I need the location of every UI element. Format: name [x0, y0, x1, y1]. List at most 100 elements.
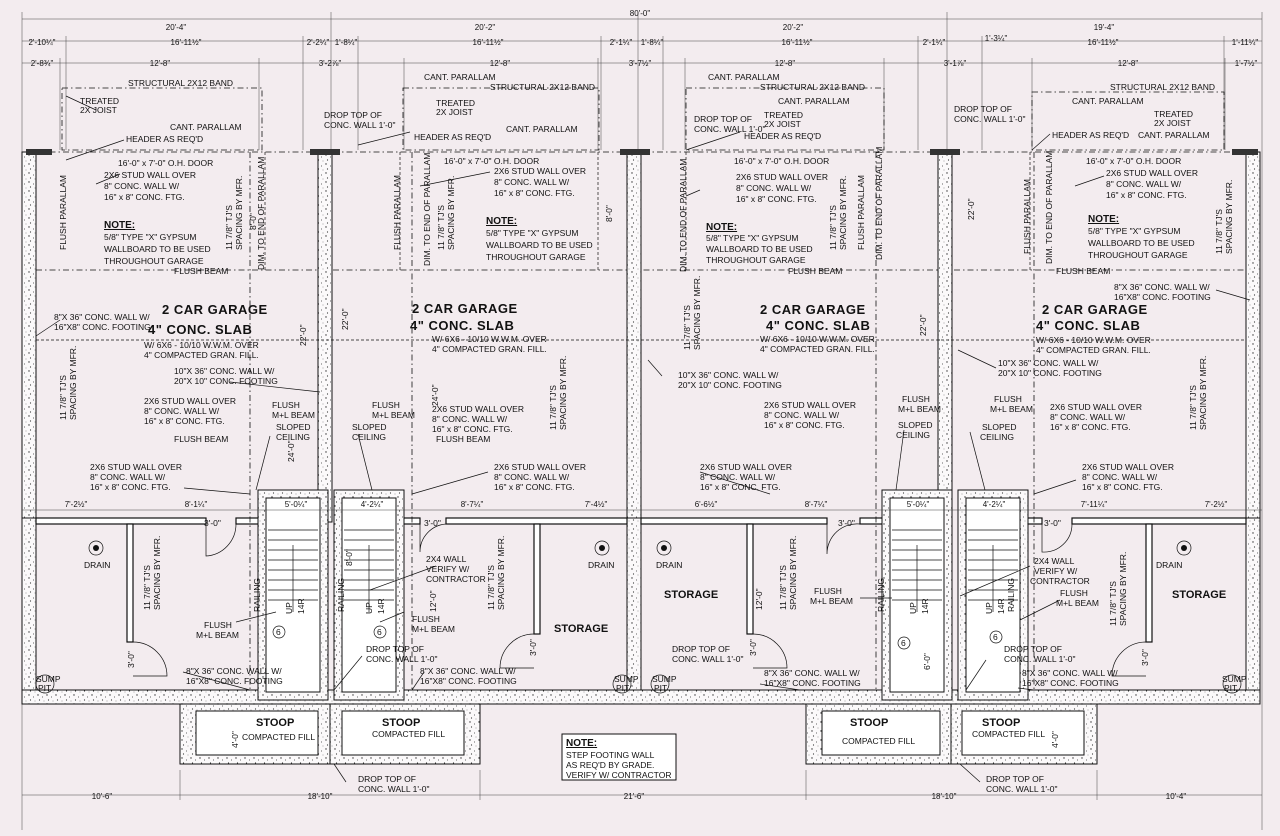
- tjs-label: SPACING BY MFR.: [1198, 356, 1208, 430]
- stud-label: 8" CONC. WALL W/: [736, 183, 812, 193]
- dim-row1: 20'-4": [166, 23, 187, 32]
- note-text: WALLBOARD TO BE USED: [706, 244, 813, 254]
- note-text: STEP FOOTING WALL: [566, 750, 655, 760]
- flush-ml-label: FLUSH: [372, 400, 400, 410]
- bay-dimensions: 7'-2½" 8'-1¼" 5'-0¼" 4'-2¼" 8'-7¼" 7'-4½…: [22, 500, 1262, 511]
- stoop-label: STOOP: [256, 717, 294, 729]
- flush-beam-label: FLUSH BEAM: [436, 434, 490, 444]
- conc-wall-label: 16"X8" CONC. FOOTING: [764, 678, 861, 688]
- conc-wall-label: 16"X8" CONC. FOOTING: [54, 322, 151, 332]
- drop-top-label: DROP TOP OF: [954, 104, 1012, 114]
- tjs-label: SPACING BY MFR.: [838, 176, 848, 250]
- conc-wall-label: 8"X 36" CONC. WALL W/: [54, 312, 150, 322]
- stoop-label: STOOP: [382, 717, 420, 729]
- note-text: 5/8" TYPE "X" GYPSUM: [486, 228, 579, 238]
- flush-parallam-label: FLUSH PARALLAM: [392, 175, 402, 250]
- note-title: NOTE:: [706, 222, 737, 233]
- dim-row2: 2'-1¼": [610, 38, 633, 47]
- flush-ml-label: M+L BEAM: [412, 624, 455, 634]
- bay-dim: 7'-2½": [65, 500, 88, 509]
- dim-row2: 1'-8¼": [641, 38, 664, 47]
- conc-wall-label: 10"X 36" CONC. WALL W/: [678, 370, 779, 380]
- flush-parallam-label: FLUSH PARALLAM: [58, 175, 68, 250]
- bottom-dim: 10'-4": [1166, 792, 1187, 801]
- dim-row3: 12'-8": [1118, 59, 1139, 68]
- stud-label: 2X6 STUD WALL OVER: [736, 172, 828, 182]
- railing-label: RAILING: [1006, 578, 1016, 612]
- dim-row2: 2'-10¼": [28, 38, 55, 47]
- treated-label: 2X JOIST: [1154, 118, 1191, 128]
- stud-label: 8" CONC. WALL W/: [1106, 179, 1182, 189]
- stud-label: 16" x 8" CONC. FTG.: [700, 482, 781, 492]
- bay-dim: 4'-2¼": [983, 500, 1006, 509]
- flush-beam-label: FLUSH BEAM: [174, 266, 228, 276]
- stud-label: 16" x 8" CONC. FTG.: [432, 424, 513, 434]
- band-label: STRUCTURAL 2X12 BAND: [490, 82, 595, 92]
- stoop-label: STOOP: [982, 717, 1020, 729]
- dim-row3: 12'-8": [775, 59, 796, 68]
- dim-row3: 3'-1⅞": [944, 59, 967, 68]
- drop-top-label: DROP TOP OF: [324, 110, 382, 120]
- bay-dim: 8'-7¼": [461, 500, 484, 509]
- drain-label: DRAIN: [588, 560, 614, 570]
- dim-end-label: DIM. TO END OF PARALLAM: [874, 147, 884, 260]
- wall-2x4-label: VERIFY W/: [426, 564, 470, 574]
- top-dimensions: 80'-0" 20'-4" 20'-2" 20'-2" 19'-4" 2'-10…: [21, 9, 1263, 830]
- dim-label: 24'-0": [286, 440, 296, 462]
- stud-label: 8" CONC. WALL W/: [90, 472, 166, 482]
- conc-wall-label: 8"X 36" CONC. WALL W/: [1114, 282, 1210, 292]
- unit-2-labels: DROP TOP OF CONC. WALL 1'-0" CANT. PARAL…: [324, 72, 614, 794]
- tjs-label: SPACING BY MFR.: [788, 536, 798, 610]
- drop-top-label: CONC. WALL 1'-0": [324, 120, 396, 130]
- tjs-label: 11 7/8" TJ'S: [1214, 209, 1224, 254]
- slab-note: 4" COMPACTED GRAN. FILL.: [144, 350, 259, 360]
- door-label: 16'-0" x 7'-0" O.H. DOOR: [444, 156, 539, 166]
- dim-label: 6'-0": [922, 653, 932, 670]
- tjs-label: 11 7/8" TJ'S: [1188, 385, 1198, 430]
- conc-wall-label: 16"X8" CONC. FOOTING: [1114, 292, 1211, 302]
- conc-wall-label: 8"X 36" CONC. WALL W/: [420, 666, 516, 676]
- bay-dim: 7'-2½": [1205, 500, 1228, 509]
- stud-label: 8" CONC. WALL W/: [144, 406, 220, 416]
- drop-top-label: DROP TOP OF: [694, 114, 752, 124]
- flush-beam-label: FLUSH BEAM: [1056, 266, 1110, 276]
- wall-2x4-label: VERIFY W/: [1034, 566, 1078, 576]
- sloped-label: CEILING: [276, 432, 310, 442]
- cant-label: CANT. PARALLAM: [424, 72, 496, 82]
- sloped-label: SLOPED: [898, 420, 933, 430]
- stud-label: 8" CONC. WALL W/: [1050, 412, 1126, 422]
- tjs-label: SPACING BY MFR.: [1118, 552, 1128, 626]
- treated-label: 2X JOIST: [80, 105, 117, 115]
- leader-lines: [35, 95, 1251, 783]
- tjs-label: SPACING BY MFR.: [446, 176, 456, 250]
- slab-note: W/ 6X6 - 10/10 W.W.M. OVER: [144, 340, 259, 350]
- drop-top-label: DROP TOP OF: [986, 774, 1044, 784]
- stud-label: 2X6 STUD WALL OVER: [1082, 462, 1174, 472]
- conc-wall-label: 16"X8" CONC. FOOTING: [420, 676, 517, 686]
- flush-ml-label: M+L BEAM: [372, 410, 415, 420]
- treated-label: TREATED: [764, 110, 803, 120]
- dim-row3: 3'-7½": [629, 59, 652, 68]
- stud-label: 2X6 STUD WALL OVER: [1050, 402, 1142, 412]
- fill-label: COMPACTED FILL: [372, 729, 445, 739]
- circle-label: 6: [276, 627, 281, 637]
- note-text: 5/8" TYPE "X" GYPSUM: [104, 232, 197, 242]
- tjs-label: SPACING BY MFR.: [558, 356, 568, 430]
- flush-ml-label: M+L BEAM: [272, 410, 315, 420]
- stud-label: 8" CONC. WALL W/: [432, 414, 508, 424]
- stud-label: 16" x 8" CONC. FTG.: [144, 416, 225, 426]
- dim-row2: 1'-8¼": [335, 38, 358, 47]
- up-label: UP: [984, 602, 994, 614]
- slab-note: W/ 6X6 - 10/10 W.W.M. OVER: [432, 334, 547, 344]
- flush-ml-label: FLUSH: [902, 394, 930, 404]
- header-label: HEADER AS REQ'D: [744, 131, 821, 141]
- drop-top-label: CONC. WALL 1'-0": [694, 124, 766, 134]
- bottom-dimensions: 10'-6" 18'-10" 21'-6" 18'-10" 10'-4": [22, 770, 1262, 801]
- dim-row3: 12'-8": [150, 59, 171, 68]
- stud-label: 16" x 8" CONC. FTG.: [494, 482, 575, 492]
- drains: [35, 540, 1242, 694]
- dim-label: 8'-0": [604, 205, 614, 222]
- note-text: WALLBOARD TO BE USED: [104, 244, 211, 254]
- unit-3-labels: CANT. PARALLAM STRUCTURAL 2X12 BAND CANT…: [614, 72, 941, 746]
- dim-end-label: DIM. TO END OF PARALLAM: [422, 153, 432, 266]
